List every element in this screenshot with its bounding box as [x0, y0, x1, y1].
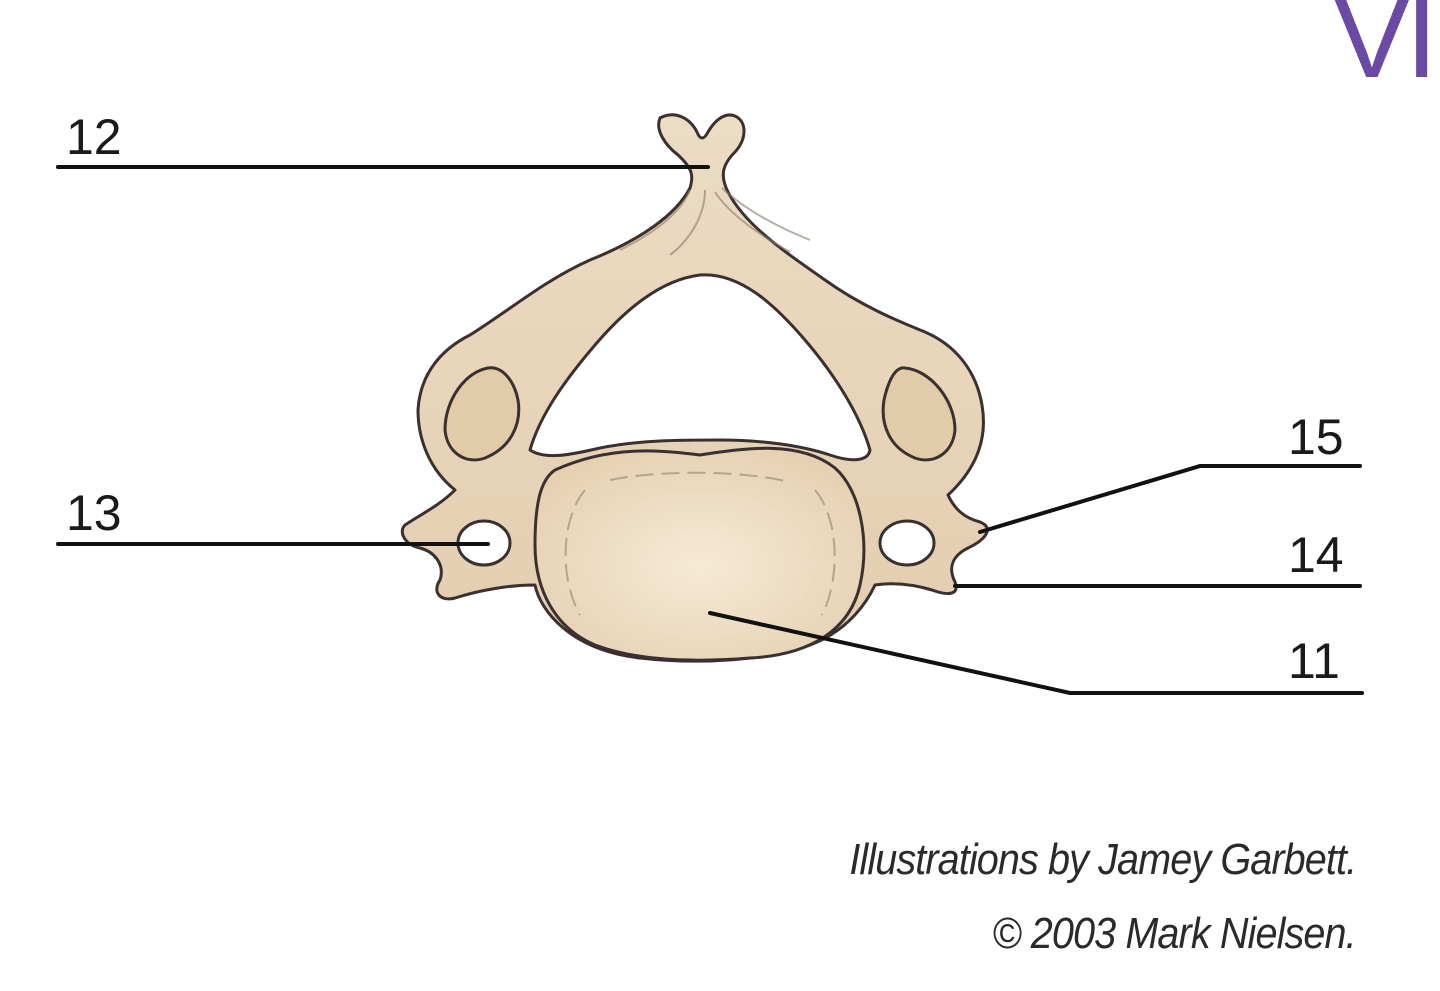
label-15: 15 — [1288, 409, 1344, 465]
label-11: 11 — [1288, 633, 1340, 689]
right-articular-facet — [881, 366, 957, 462]
spinous-shading — [619, 187, 811, 256]
left-articular-facet — [443, 366, 521, 462]
vertebral-foramen — [528, 273, 872, 462]
leader-lines — [56, 165, 1364, 695]
label-13: 13 — [66, 485, 122, 541]
copyright-credit: © 2003 Mark Nielsen. — [992, 909, 1357, 958]
corner-mark: VI — [1332, 0, 1438, 103]
right-transverse-foramen — [878, 519, 936, 567]
label-14: 14 — [1288, 527, 1344, 583]
leader-15 — [978, 464, 1362, 534]
leader-11 — [708, 611, 1364, 695]
vertebral-body — [533, 446, 866, 662]
illustration-credit: Illustrations by Jamey Garbett. — [849, 835, 1357, 884]
body-rim — [564, 471, 836, 616]
label-12: 12 — [66, 109, 122, 165]
